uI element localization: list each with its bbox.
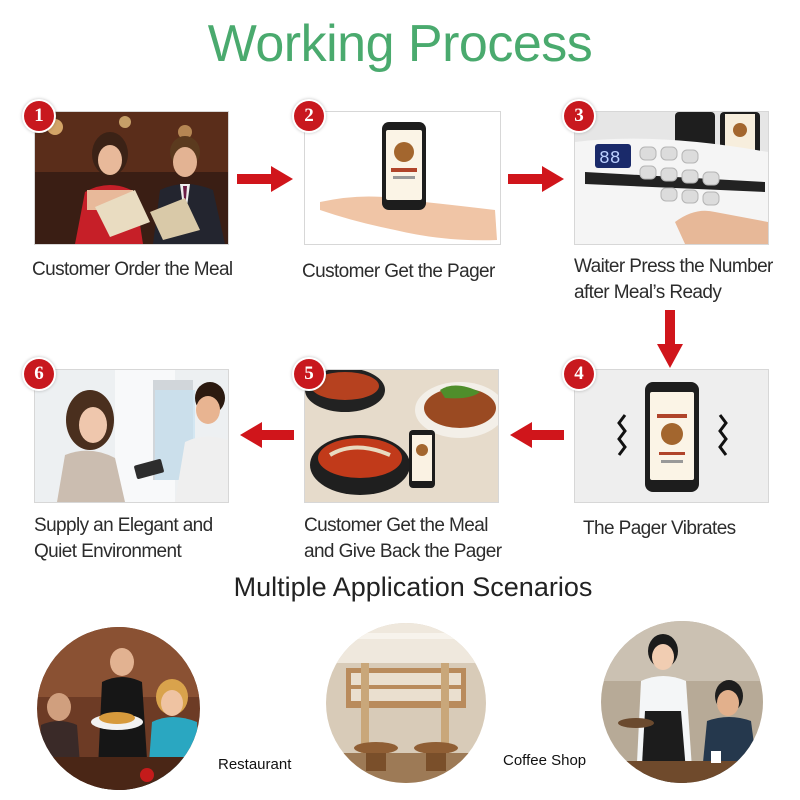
step-3-caption-line2: after Meal’s Ready (574, 282, 722, 303)
step-3-caption-line1: Waiter Press the Number (574, 256, 773, 277)
arrow-down-icon (657, 310, 683, 368)
step-2-badge: 2 (294, 101, 324, 131)
step-5-caption: Customer Get the Meal and Give Back the … (304, 513, 502, 565)
step-5-badge: 5 (294, 359, 324, 389)
step-4-caption: The Pager Vibrates (583, 518, 736, 539)
arrow-right-icon (237, 166, 293, 192)
scenario-coffee-shop-photo (601, 621, 763, 783)
scenario-restaurant-photo (37, 627, 200, 790)
step-6-caption-line2: Quiet Environment (34, 541, 182, 562)
arrow-left-icon (240, 422, 294, 448)
step-5-caption-line1: Customer Get the Meal (304, 515, 488, 536)
step-1-badge: 1 (24, 101, 54, 131)
scenarios-title: Multiple Application Scenarios (233, 572, 593, 602)
step-2-photo (304, 111, 501, 245)
step-6-caption: Supply an Elegant and Quiet Environment (34, 513, 213, 565)
arrow-left-icon (510, 422, 564, 448)
step-6-photo (34, 369, 229, 503)
step-3-caption: Waiter Press the Number after Meal’s Rea… (574, 254, 773, 306)
step-4-photo (574, 369, 769, 503)
page-title: Working Process (207, 15, 593, 73)
step-2-caption: Customer Get the Pager (302, 261, 495, 282)
step-6-badge: 6 (24, 359, 54, 389)
scenario-label-restaurant: Restaurant (218, 756, 292, 773)
step-1-caption: Customer Order the Meal (32, 259, 233, 280)
svg-text:88: 88 (599, 149, 621, 169)
step-5-caption-line2: and Give Back the Pager (304, 541, 502, 562)
step-3-photo: 88 (574, 111, 769, 245)
scenario-cafe-interior-photo (326, 623, 486, 783)
step-5-photo (304, 369, 499, 503)
scenario-label-coffee-shop: Coffee Shop (503, 752, 587, 769)
step-4-badge: 4 (564, 359, 594, 389)
step-3-badge: 3 (564, 101, 594, 131)
arrow-right-icon (508, 166, 564, 192)
step-6-caption-line1: Supply an Elegant and (34, 515, 213, 536)
step-1-photo (34, 111, 229, 245)
